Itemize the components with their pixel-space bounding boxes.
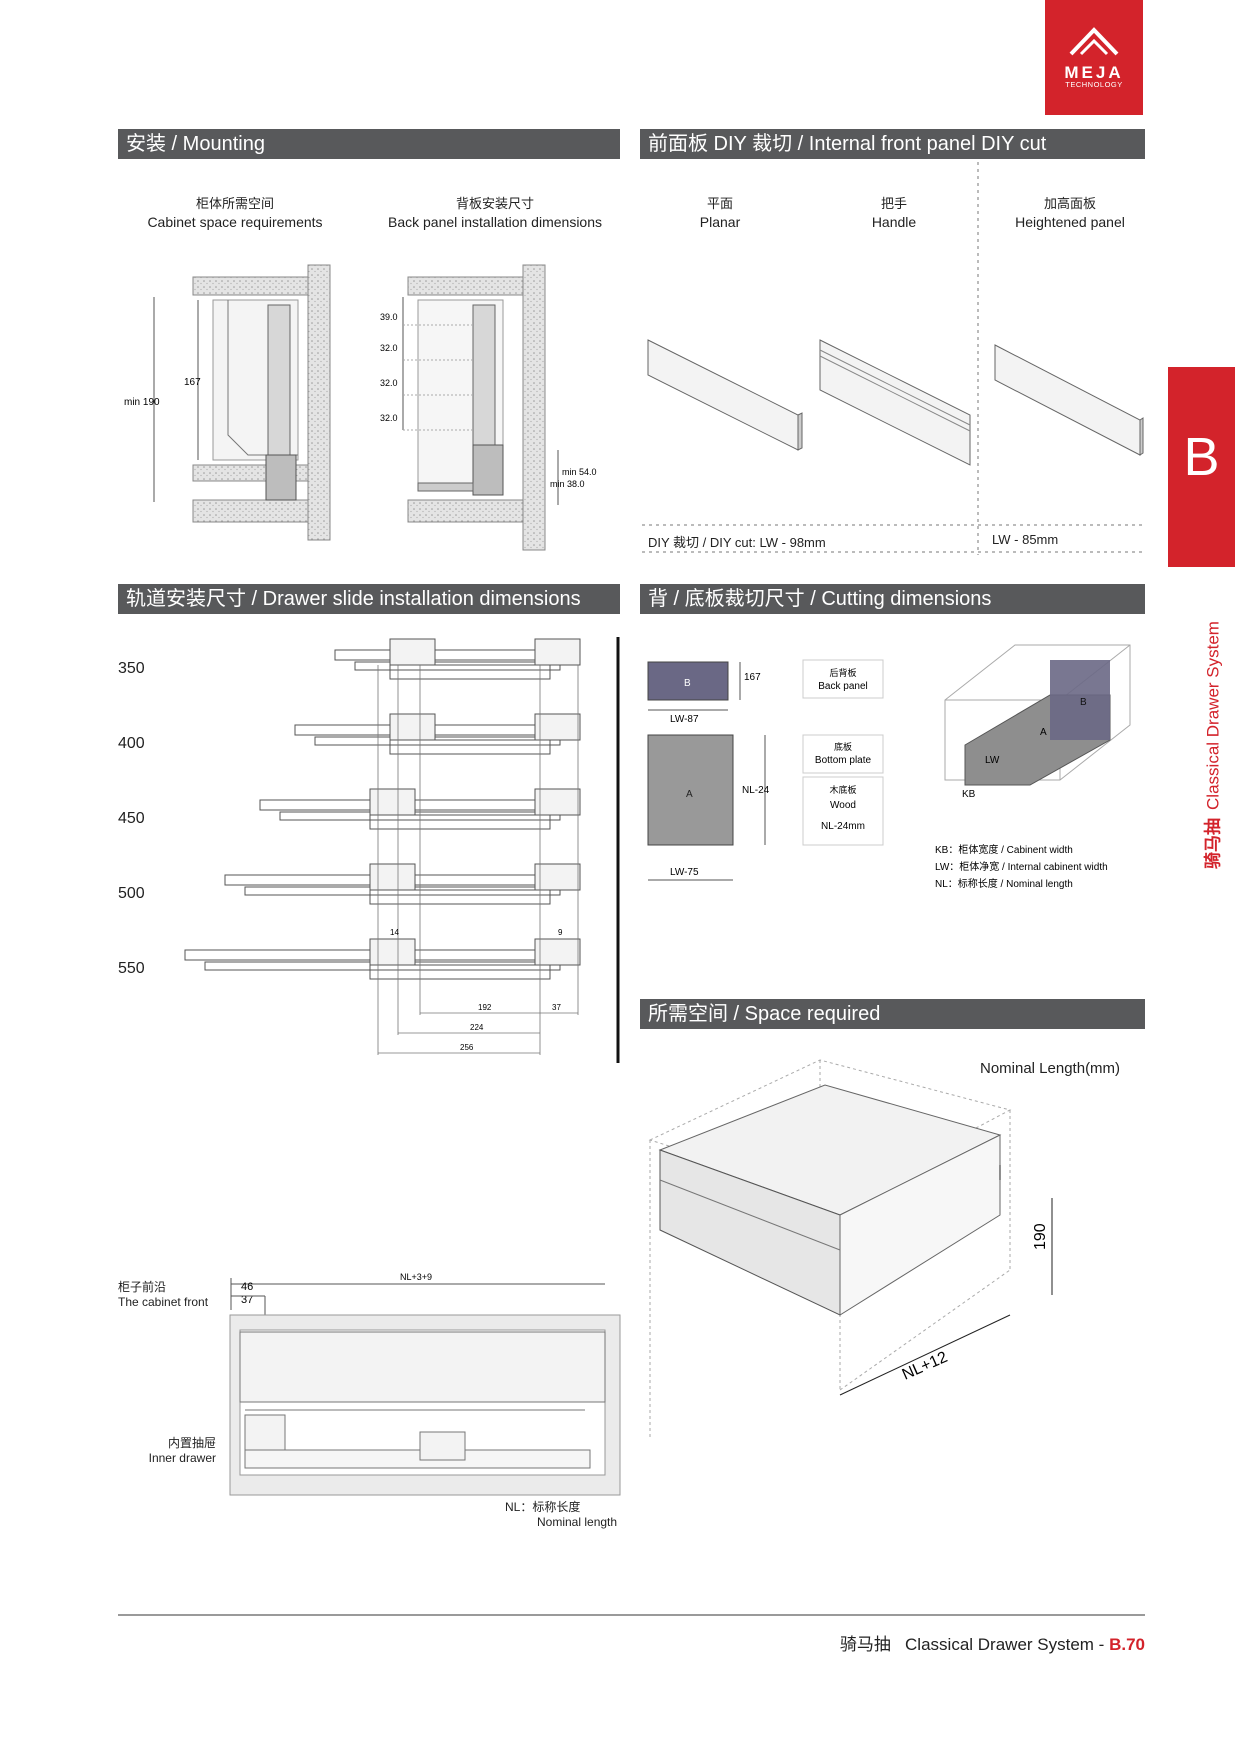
svg-text:Wood: Wood (830, 800, 856, 811)
svg-text:后背板: 后背板 (829, 667, 856, 678)
mounting-header: 安装 / Mounting (118, 129, 620, 159)
side-label: 骑马抽 Classical Drawer System (1198, 600, 1224, 890)
svg-text:32.0: 32.0 (380, 413, 398, 423)
slide-length-450: 450 (118, 810, 145, 827)
svg-text:LW-75: LW-75 (670, 867, 699, 878)
side-label-zh: 骑马抽 (1203, 817, 1223, 869)
slide-diagram: 14 9 192 37 224 256 (184, 637, 620, 1063)
svg-text:14: 14 (390, 928, 399, 937)
svg-text:9: 9 (558, 928, 563, 937)
diy-cut-left: DIY 裁切 / DIY cut: LW - 98mm (648, 535, 826, 550)
cabinet-space-caption: 柜体所需空间 Cabinet space requirements (147, 196, 323, 230)
svg-text:Back panel: Back panel (818, 681, 867, 692)
house-roof-icon (1069, 27, 1119, 56)
footer: 骑马抽 Classical Drawer System - B.70 (840, 1630, 1145, 1655)
svg-text:32.0: 32.0 (380, 343, 398, 353)
svg-text:KB: KB (962, 789, 976, 800)
svg-text:LW-87: LW-87 (670, 714, 699, 725)
svg-text:192: 192 (478, 1003, 492, 1012)
svg-text:A: A (686, 789, 693, 800)
svg-text:B: B (684, 678, 691, 689)
svg-text:A: A (1040, 727, 1047, 738)
dim-167: 167 (184, 377, 201, 388)
cutting-diagram: B 167 LW-87 A NL-24 LW-75 后背板 Back panel… (647, 644, 1131, 890)
cabinet-front-diagram: NL+3+9 46 37 (229, 1272, 621, 1496)
svg-text:底板: 底板 (834, 741, 852, 752)
section-letter: B (1183, 427, 1220, 487)
svg-text:min 54.0: min 54.0 (562, 467, 597, 477)
svg-text:NL：标称长度 / Nominal length: NL：标称长度 / Nominal length (935, 877, 1073, 890)
svg-text:Bottom plate: Bottom plate (815, 755, 872, 766)
brand-logo: MEJA TECHNOLOGY (1045, 0, 1143, 115)
front-panel-diagram (642, 162, 1145, 555)
brand-name: MEJA (1064, 63, 1124, 82)
dim-min190: min 190 (124, 397, 160, 408)
svg-text:37: 37 (241, 1294, 253, 1306)
slide-length-400: 400 (118, 735, 145, 752)
page-number: B.70 (1109, 1635, 1145, 1654)
space-diagram: 190 NL+12 (648, 1059, 1053, 1440)
svg-text:NL-24mm: NL-24mm (821, 821, 865, 832)
svg-text:46: 46 (241, 1281, 253, 1293)
slide-header: 轨道安装尺寸 / Drawer slide installation dimen… (118, 584, 620, 614)
svg-text:NL+3+9: NL+3+9 (400, 1272, 432, 1282)
svg-text:B: B (1080, 697, 1087, 708)
svg-text:190: 190 (1032, 1223, 1049, 1250)
footer-zh: 骑马抽 (839, 1635, 891, 1654)
nominal-length-label: Nominal Length(mm) (980, 1060, 1121, 1077)
svg-text:32.0: 32.0 (380, 378, 398, 388)
side-label-en: Classical Drawer System (1203, 621, 1223, 810)
slide-length-550: 550 (118, 960, 145, 977)
section-tab: B (1168, 367, 1235, 567)
svg-text:木底板: 木底板 (829, 784, 856, 795)
svg-text:37: 37 (552, 1003, 561, 1012)
mounting-diagram: min 190 167 39.0 32.0 32.0 32.0 min 54.0… (124, 264, 597, 551)
slide-length-350: 350 (118, 660, 145, 677)
svg-text:39.0: 39.0 (380, 312, 398, 322)
back-panel-caption: 背板安装尺寸 Back panel installation dimension… (387, 196, 602, 230)
svg-text:NL-24: NL-24 (742, 785, 770, 796)
svg-text:KB：柜体宽度 / Cabinent width: KB：柜体宽度 / Cabinent width (935, 843, 1073, 856)
diy-cut-right: LW - 85mm (992, 532, 1059, 547)
svg-text:LW: LW (985, 755, 1000, 766)
footer-rule (118, 1614, 1145, 1616)
brand-tagline: TECHNOLOGY (1065, 80, 1123, 89)
cutting-header: 背 / 底板裁切尺寸 / Cutting dimensions (640, 584, 1145, 614)
front-panel-header: 前面板 DIY 裁切 / Internal front panel DIY cu… (640, 129, 1145, 159)
footer-en: Classical Drawer System - (905, 1635, 1110, 1654)
space-header: 所需空间 / Space required (640, 999, 1145, 1029)
svg-text:LW：柜体净宽 / Internal cabinent wi: LW：柜体净宽 / Internal cabinent width (935, 860, 1108, 873)
svg-text:167: 167 (744, 672, 761, 683)
slide-length-500: 500 (118, 885, 145, 902)
svg-text:NL+12: NL+12 (900, 1349, 950, 1384)
svg-text:224: 224 (470, 1023, 484, 1032)
svg-text:256: 256 (460, 1043, 474, 1052)
svg-text:min 38.0: min 38.0 (550, 479, 585, 489)
